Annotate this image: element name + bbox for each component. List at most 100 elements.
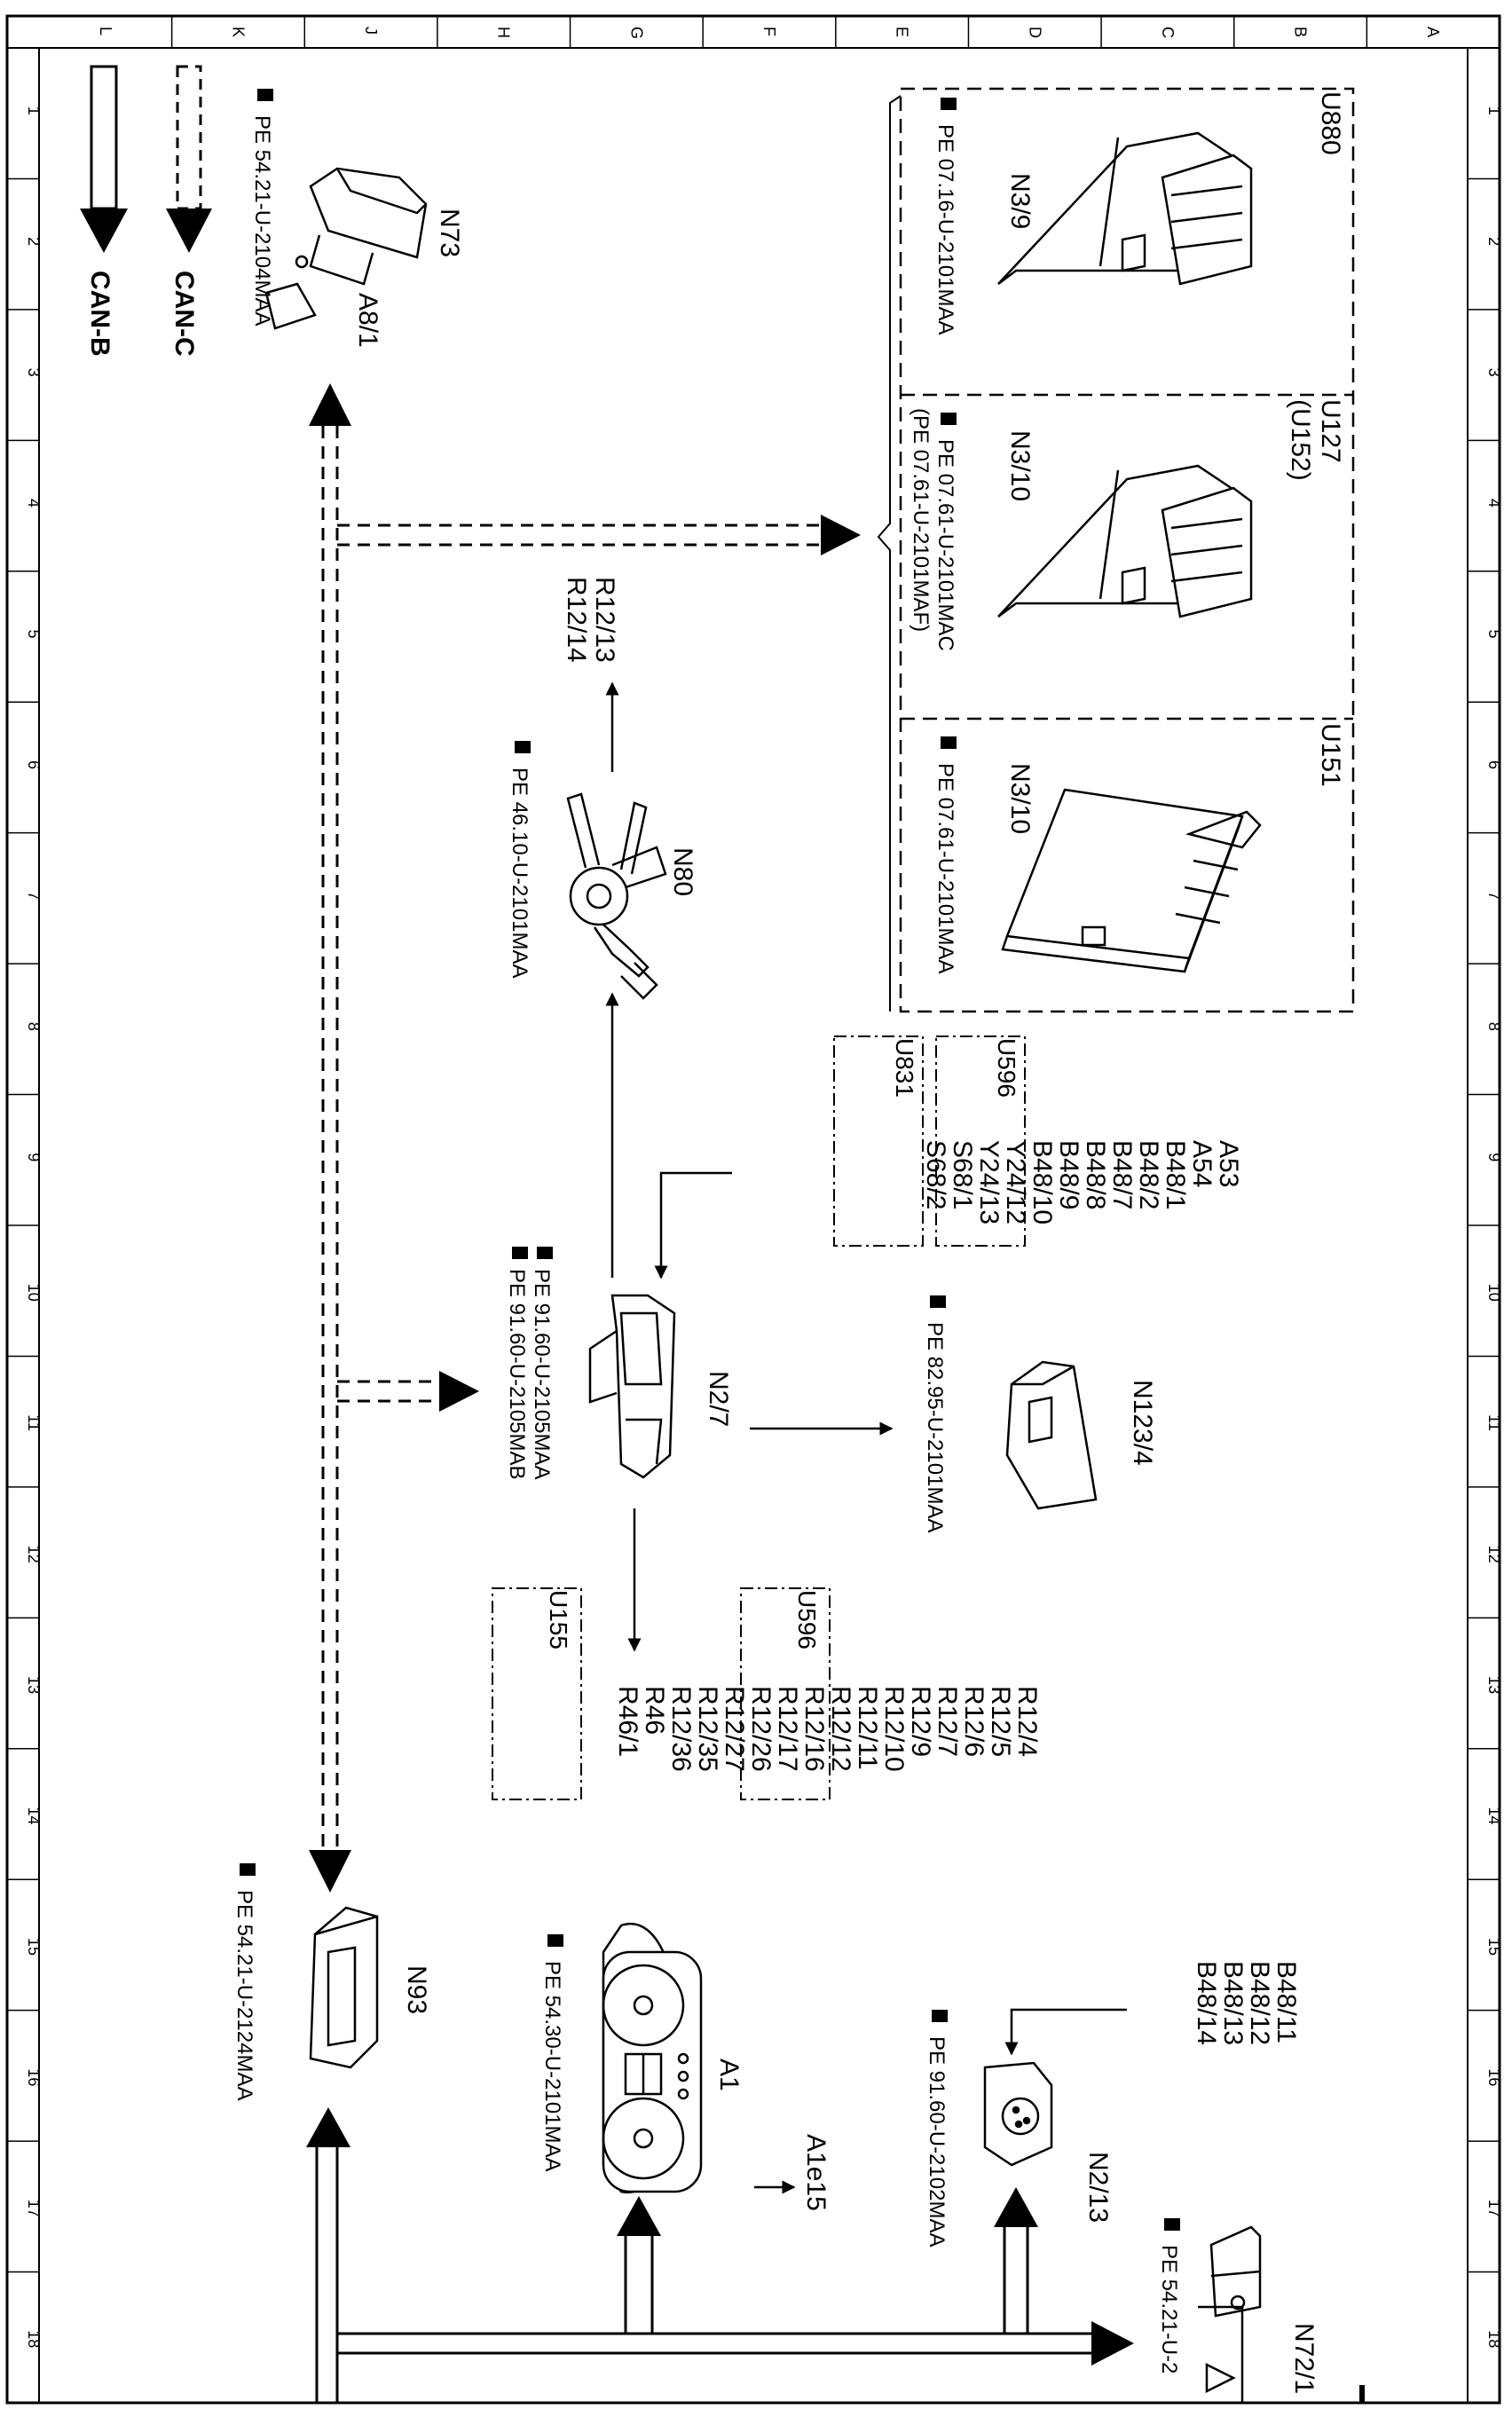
n3-9-label: N3/9 [1005,173,1035,229]
pe-reference-icon [930,1295,946,1308]
n73-sub-label: A8/1 [353,293,382,348]
grid-row-label: 18 [25,2330,43,2348]
control-unit-group: U880 U127 (U152) U151 [877,87,1355,1013]
grid-row-label: 11 [25,1414,43,1431]
input-signal-label: B48/7 [1107,1140,1137,1209]
grid-row-label: 9 [1485,1153,1503,1161]
output-signal-label: R46 [640,1686,669,1735]
component-n3-10-u127: N3/10 PE 07.61-U-2101MAC (PE 07.61-U-210… [909,408,1253,651]
output-signal-label: R46/1 [613,1686,642,1757]
grid-row-label: 4 [25,499,43,508]
input-signal-label: A53 [1214,1140,1243,1187]
can-c-bus [309,383,861,1893]
legend-can-c-arrow [166,65,212,253]
pe-reference-icon [547,1934,563,1947]
grid-row-label: 10 [25,1284,43,1302]
grid-column-label: D [1026,27,1043,38]
instrument-cluster-icon [602,1922,703,2193]
ecu-module-icon [1001,788,1262,973]
grid-row-label: 2 [25,237,43,246]
input-group-label-u596: U596 [993,1038,1020,1098]
grid-row-label: 3 [25,368,43,377]
a1-ref: PE 54.30-U-2101MAA [540,1961,564,2171]
sensor-connector-icon [983,2061,1053,2167]
output-signal-label: R12/36 [666,1686,696,1772]
grid-row-label: 8 [1485,1022,1503,1031]
grid-column-label: B [1292,27,1310,37]
grid-row-label: 16 [1485,2068,1503,2086]
n72-1-label: N72/1 [1289,2323,1319,2394]
output-group-label-u596: U596 [793,1590,821,1649]
input-signal-label: S68/2 [921,1140,950,1209]
n3-10-u127-label: N3/10 [1005,430,1035,501]
pe-reference-icon [941,413,957,425]
steering-switch-icon [566,792,667,1000]
signal-arrows [605,681,894,2194]
group-label-u880: U880 [1316,91,1345,155]
output-signal-label: R12/27 [720,1686,749,1772]
n2-7-label: N2/7 [704,1371,733,1427]
legend-can-b-arrow [80,65,128,253]
grid-column-label: K [229,27,247,37]
component-n93: N93 PE 54.21-U-2124MAA [232,1863,431,2100]
n93-label: N93 [402,1965,431,2014]
n3-10-u151-label: N3/10 [1005,763,1035,834]
input-signal-label: B48/8 [1081,1140,1110,1209]
output-signal-label: R12/6 [959,1686,988,1757]
grid-row-label: 2 [1485,237,1503,246]
n72-1-ref: PE 54.21-U-2 [1157,2245,1181,2374]
n73-label: N73 [435,209,464,257]
input-signal-label: Y24/12 [1001,1140,1030,1224]
grid-ticks [7,16,1500,2273]
component-n72-1: N72/1 PE 54.21-U-2 [1157,2218,1319,2405]
n80-output-1: R12/13 [590,577,619,663]
grid-row-label: 16 [25,2068,43,2086]
grid-column-label: G [627,27,645,39]
output-signal-label: R12/10 [879,1686,909,1772]
pe-reference-icon [537,1247,553,1259]
component-n73: N73 A8/1 PE 54.21-U-2104MAA [250,89,464,348]
input-signal-label: Y24/13 [974,1140,1004,1224]
grid-row-label: 6 [1485,760,1503,769]
n2-13-ref: PE 91.60-U-2102MAA [925,2036,949,2247]
grid-row-label: 15 [25,1938,43,1956]
grid-row-label: 4 [1485,499,1503,508]
component-n80: N80 PE 46.10-U-2101MAA R12/13 R12/14 [508,577,697,1000]
n2-13-input-label: B48/14 [1192,1961,1221,2045]
component-a1: A1 PE 54.30-U-2101MAA A1e15 [540,1922,831,2211]
grid-row-label: 14 [25,1807,43,1825]
grid-column-label: H [495,27,513,38]
input-signal-label: B48/2 [1134,1140,1163,1209]
switch-panel-icon [1198,2225,1262,2405]
grid-row-label: 1 [1485,106,1503,115]
input-signal-list: U596 U831 A53A54B48/1B48/2B48/7B48/8B48/… [654,1035,1243,1279]
drawing-frame [5,14,1501,2405]
output-signal-label: R12/9 [906,1686,935,1757]
n3-10-u151-ref: PE 07.61-U-2101MAA [933,763,957,973]
pe-reference-icon [257,89,273,101]
component-n123-4: N123/4 PE 82.95-U-2101MAA [923,1295,1157,1532]
ignition-switch-icon [264,167,428,330]
output-signal-label: R12/12 [826,1686,855,1772]
group-label-u127: U127 [1316,399,1345,463]
grid-row-label: 12 [25,1546,43,1563]
n80-output-2: R12/14 [562,577,591,663]
can-b-bus [306,2107,1134,2403]
component-n2-7: N2/7 PE 91.60-U-2105MAA PE 91.60-U-2105M… [505,1247,733,1479]
n2-13-input-label: B48/11 [1272,1961,1301,2043]
component-n3-9: N3/9 PE 07.16-U-2101MAA [933,98,1253,335]
grid-row-label: 10 [1485,1284,1503,1302]
n3-10-u127-ref1: PE 07.61-U-2101MAC [933,439,957,651]
a1-output-label: A1e15 [801,2134,831,2211]
grid-column-label: L [97,27,114,35]
output-group-label-u155: U155 [545,1590,572,1649]
grid-column-label: J [362,27,380,35]
group-label-u152: (U152) [1286,399,1315,481]
grid-row-label: 17 [25,2200,43,2217]
legend-can-c-label: CAN-C [169,271,199,357]
control-module-icon [588,1294,676,1479]
n2-13-label: N2/13 [1083,2152,1113,2223]
component-n3-10-u151: N3/10 PE 07.61-U-2101MAA [933,736,1262,973]
n3-10-u127-ref2: (PE 07.61-U-2101MAF) [909,408,933,632]
